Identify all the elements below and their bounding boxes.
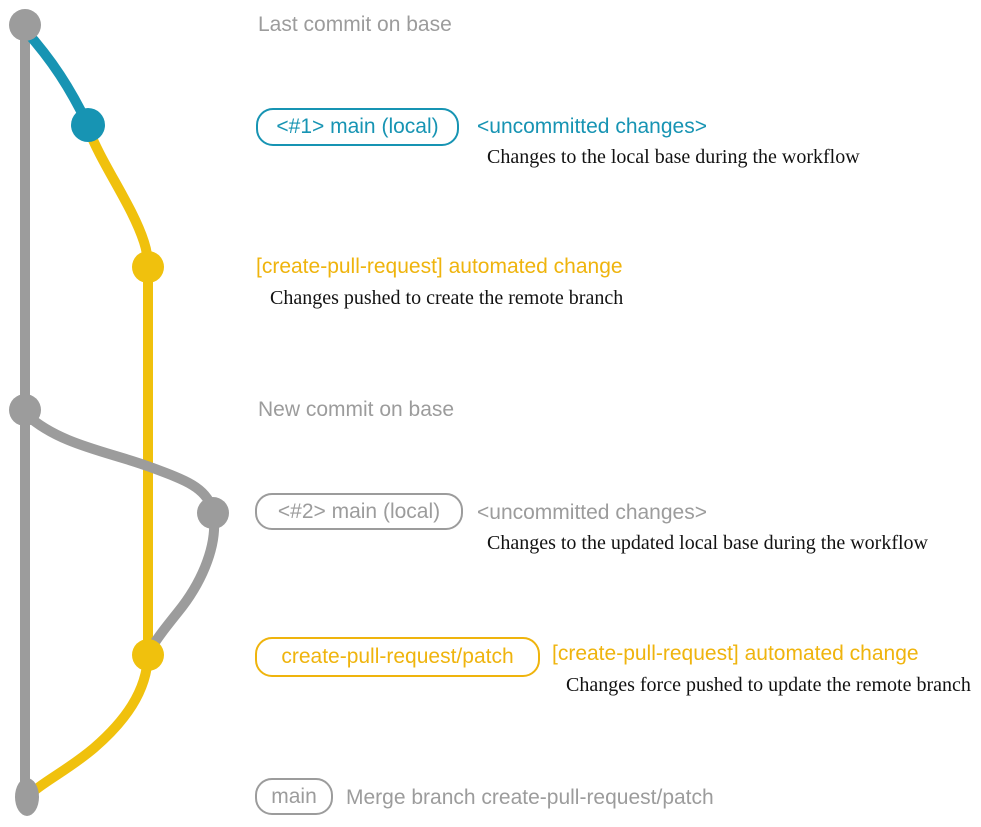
commit-node-local-main-1 — [71, 108, 105, 142]
uncommitted-changes-label-2: <uncommitted changes> — [477, 501, 707, 524]
commit-description: Changes to the updated local base during… — [487, 532, 928, 554]
automated-change-label-2: [create-pull-request] automated change — [552, 642, 919, 665]
local-main-edge — [20, 25, 93, 130]
commit-node-local-main-2 — [197, 497, 229, 529]
git-graph — [9, 9, 229, 816]
last-commit-label: Last commit on base — [258, 13, 452, 36]
branch-badge-label: main — [271, 784, 317, 808]
branch-badge-main-local-2: <#2> main (local) — [255, 493, 463, 530]
branch-badge-label: create-pull-request/patch — [281, 645, 514, 668]
commit-node-new-base — [9, 394, 41, 426]
branch-badge-label: <#2> main (local) — [277, 499, 441, 523]
rebase-edge — [145, 515, 220, 655]
merge-commit-label: Merge branch create-pull-request/patch — [346, 786, 714, 809]
commit-node-merge — [15, 778, 39, 816]
base-update-edge — [22, 410, 217, 513]
commit-description: Changes to the local base during the wor… — [487, 146, 860, 168]
automated-change-label-1: [create-pull-request] automated change — [256, 255, 623, 278]
new-commit-label: New commit on base — [258, 398, 455, 421]
branch-badge-main-local-1: <#1> main (local) — [256, 108, 459, 146]
commit-node-patch-1 — [132, 251, 164, 283]
commit-description: Changes force pushed to update the remot… — [566, 674, 971, 696]
commit-description: Changes pushed to create the remote bran… — [270, 287, 624, 309]
commit-node-patch-2 — [132, 639, 164, 671]
branch-badge-main: main — [255, 778, 333, 815]
commit-node-last-base — [9, 9, 41, 41]
uncommitted-changes-label-1: <uncommitted changes> — [477, 115, 707, 138]
branch-badge-patch: create-pull-request/patch — [255, 637, 540, 677]
branch-badge-label: <#1> main (local) — [276, 115, 439, 138]
